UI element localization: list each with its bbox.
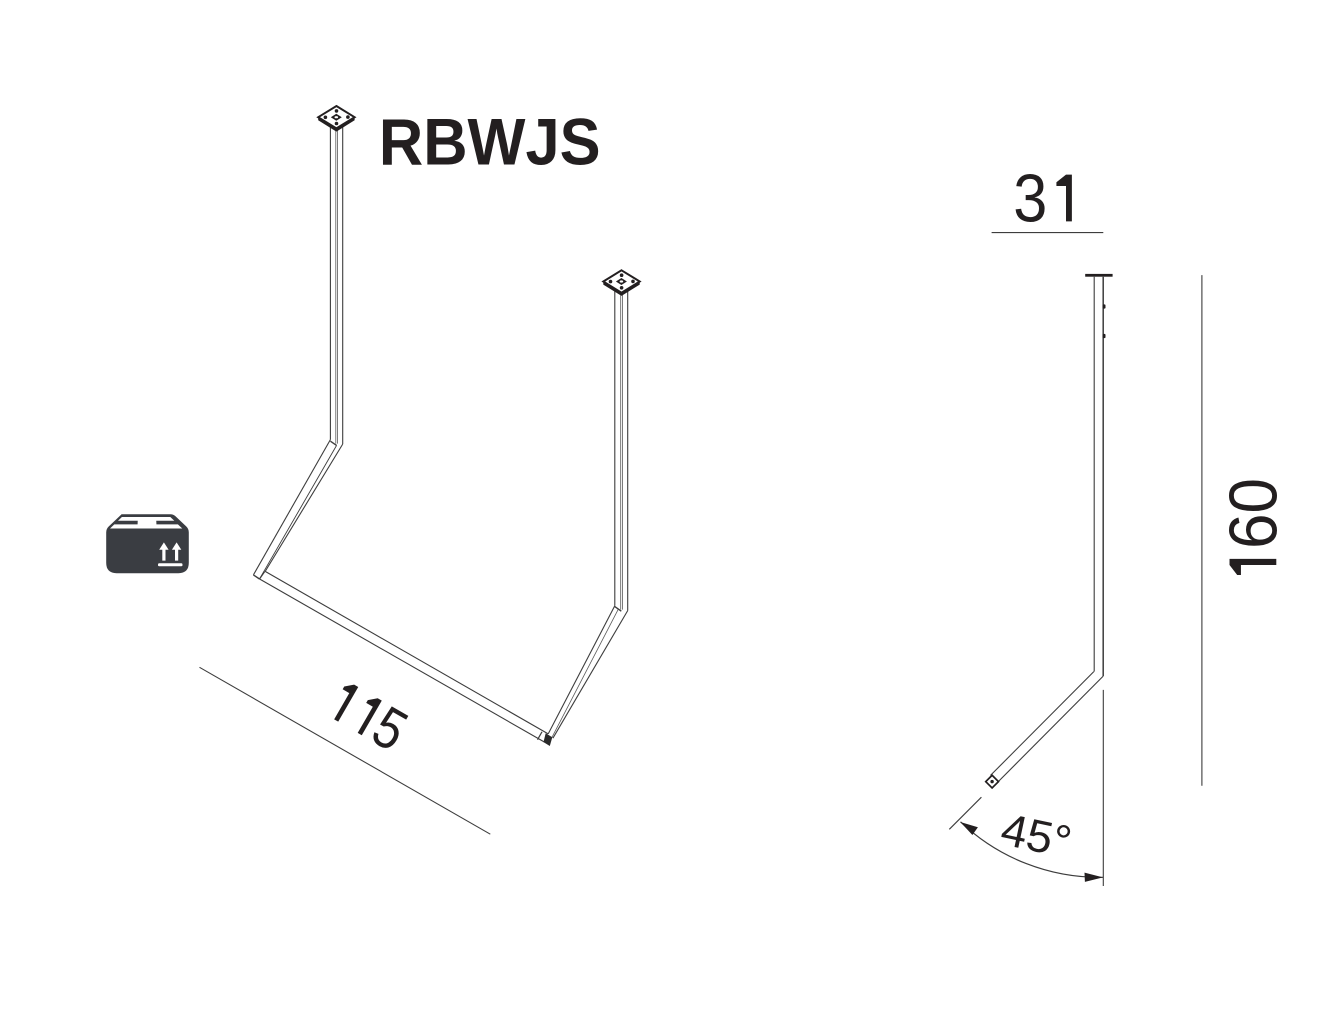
svg-text:RBWJS: RBWJS bbox=[379, 105, 601, 180]
svg-text:60: 60 bbox=[1214, 478, 1290, 549]
svg-text:3: 3 bbox=[1013, 159, 1047, 236]
